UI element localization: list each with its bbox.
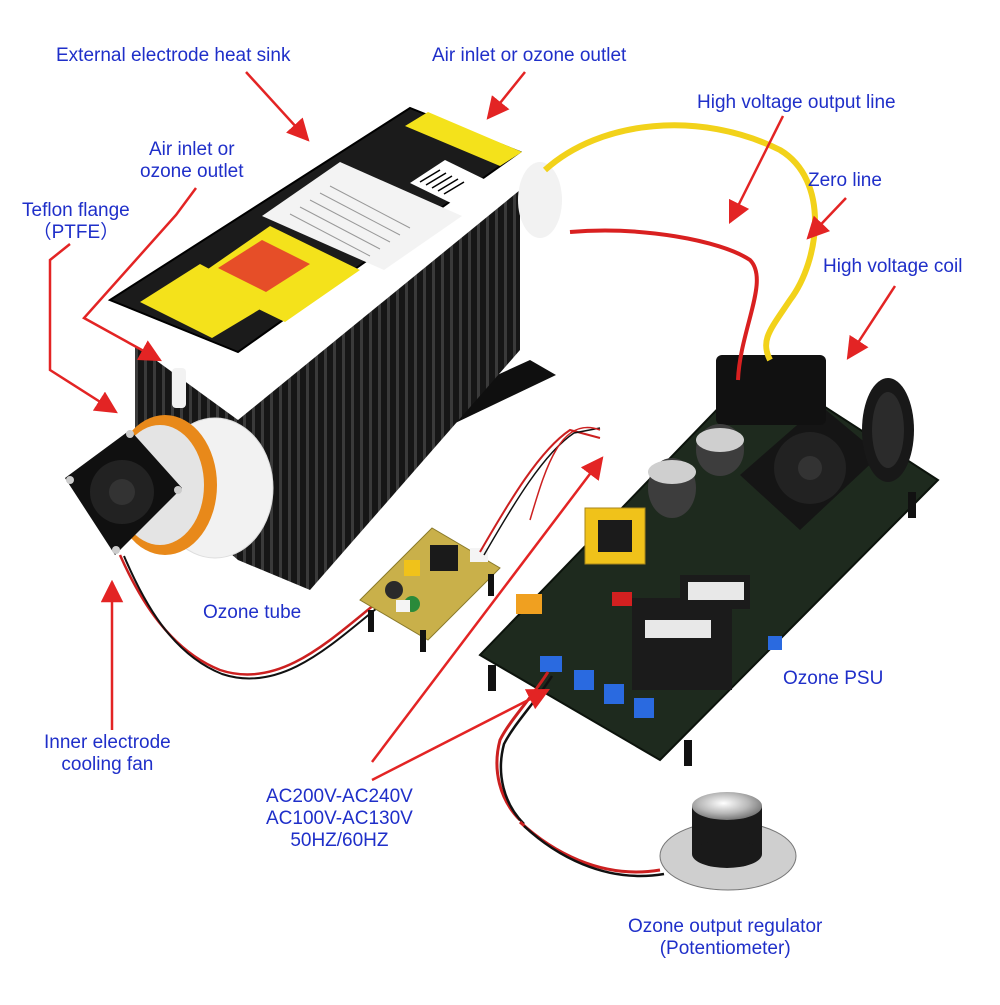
fan-wire-red	[118, 554, 381, 676]
high-voltage-coil	[716, 355, 826, 425]
label-mains-input: AC200V-AC240V AC100V-AC130V 50HZ/60HZ	[266, 786, 413, 851]
label-cooling-fan: Inner electrode cooling fan	[44, 732, 171, 775]
pot-wire-black	[523, 825, 665, 878]
hv-output-wire	[569, 228, 759, 381]
arrow-mains-2	[371, 688, 551, 782]
zero-line-wire	[542, 122, 818, 362]
board-wire-red	[479, 428, 601, 553]
label-ozone-psu: Ozone PSU	[783, 668, 884, 689]
label-hv-output-line: High voltage output line	[697, 92, 896, 113]
board-wire-black	[483, 427, 601, 556]
spec-label	[262, 162, 462, 270]
barcode-bars	[419, 169, 465, 195]
label-ozone-regulator: Ozone output regulator (Potentiometer)	[628, 916, 823, 959]
label-air-inlet-side: Air inlet or ozone outlet	[140, 139, 244, 182]
arrow-heat-sink	[245, 71, 310, 142]
label-ozone-tube: Ozone tube	[203, 602, 302, 623]
fan-hub	[109, 479, 135, 505]
arrow-teflon	[48, 243, 118, 414]
relay-box	[632, 598, 732, 690]
fan-wire-black	[123, 555, 383, 680]
label-hv-coil: High voltage coil	[823, 256, 963, 277]
potentiometer	[659, 792, 797, 891]
air-inlet-nipple	[172, 368, 186, 408]
arrow-hv-output-line	[728, 115, 785, 225]
small-transformer	[430, 545, 458, 571]
heatsink-front-fins	[238, 190, 520, 590]
small-pcb	[359, 527, 501, 641]
ozone-psu	[478, 355, 940, 766]
barcode	[410, 160, 490, 205]
arrow-zero-line	[806, 197, 847, 240]
label-external-heat-sink: External electrode heat sink	[56, 45, 291, 66]
annotation-arrows	[48, 71, 897, 782]
fan-power-board	[359, 527, 501, 652]
pot-wire-red	[518, 820, 661, 874]
ozone-output-label	[405, 112, 522, 166]
arrow-mains-1	[371, 456, 604, 763]
label-zero-line: Zero line	[808, 170, 882, 191]
label-teflon-flange: Teflon flange （PTFE）	[22, 200, 130, 243]
mains-wire-black	[499, 675, 554, 825]
psu-model-tag	[645, 620, 711, 638]
arrow-air-inlet-side	[82, 187, 198, 362]
pot-knob-cap	[692, 792, 762, 820]
air-input-label	[140, 264, 272, 338]
arrow-air-inlet-top	[486, 71, 526, 120]
warning-red-box	[218, 240, 310, 292]
label-air-inlet-top: Air inlet or ozone outlet	[432, 45, 627, 66]
ozone-generator	[65, 106, 562, 590]
spec-text-lines	[289, 185, 411, 257]
ozone-outlet-ptfe	[518, 162, 562, 238]
arrow-hv-coil	[846, 285, 897, 360]
